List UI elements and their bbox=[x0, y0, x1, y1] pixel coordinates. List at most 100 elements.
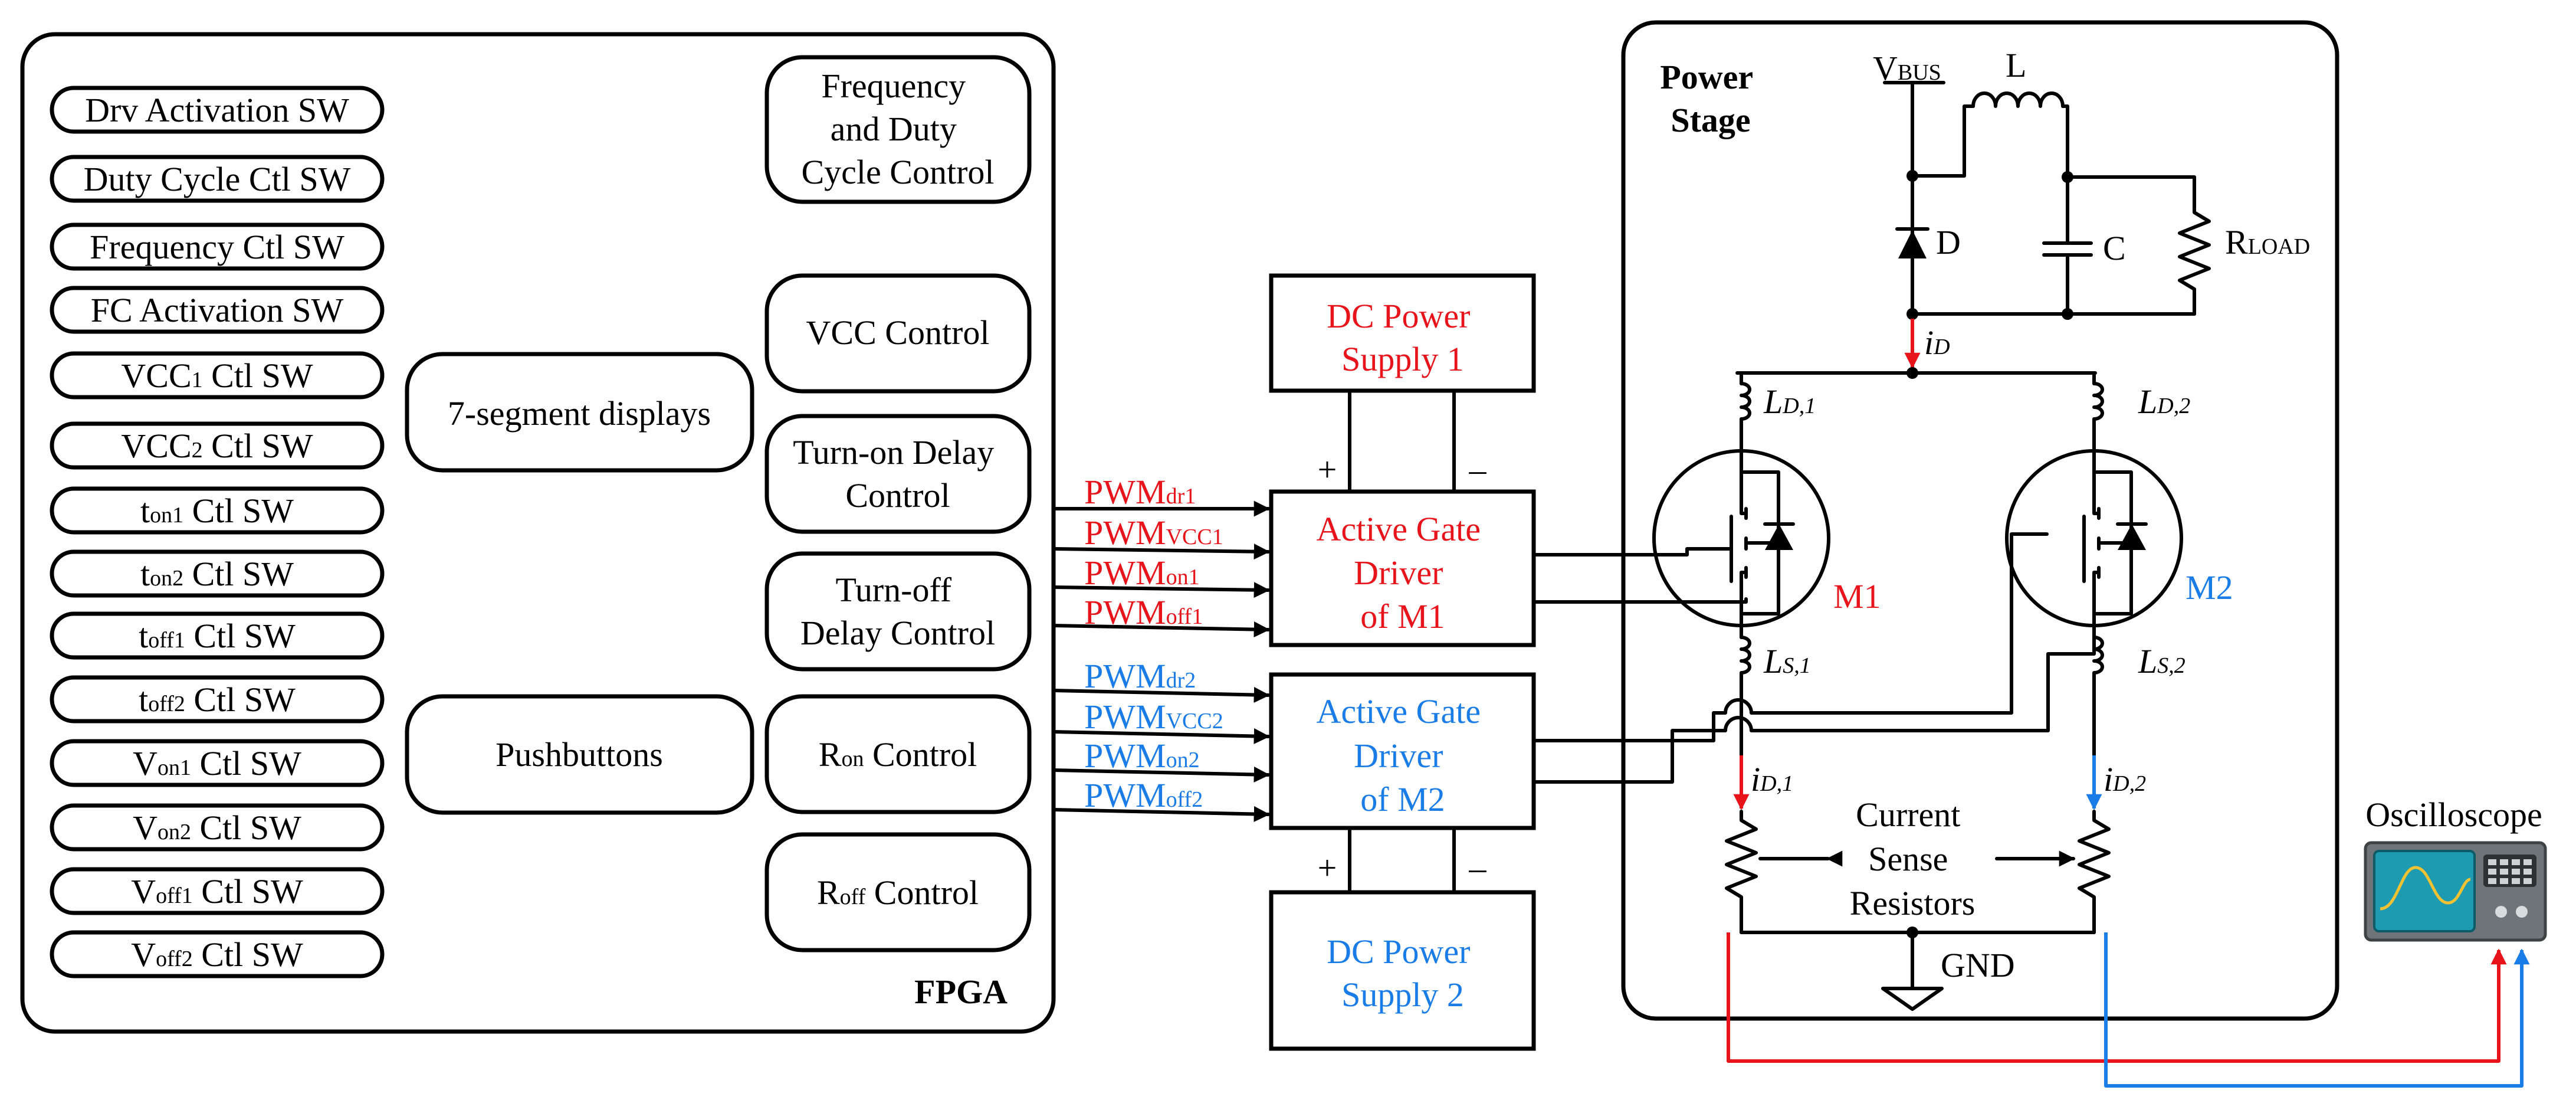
pwm-signals: PWMdr1 PWMVCC1 PWMon1 PWMoff1 PWMdr2 PWM… bbox=[1052, 473, 1270, 822]
vbus-label: VBUS bbox=[1873, 49, 1941, 87]
pwm-vcc2-label: PWMVCC2 bbox=[1084, 698, 1223, 736]
roff-control-label: Roff Control bbox=[817, 873, 979, 912]
freq-duty-box: Frequency and Duty Cycle Control bbox=[764, 55, 1032, 204]
pwm-on1-label: PWMon1 bbox=[1084, 554, 1200, 592]
switch-pill: Duty Cycle Ctl SW bbox=[50, 155, 385, 203]
switch-label: Von2 Ctl SW bbox=[133, 808, 301, 847]
vcc-control-box: VCC Control bbox=[764, 273, 1032, 394]
dc-power-supply-1: DC Power Supply 1 bbox=[1269, 273, 1536, 393]
switch-label: Frequency Ctl SW bbox=[90, 228, 344, 266]
mosfet-m2: M2 bbox=[2005, 417, 2233, 639]
switch-label: VCC2 Ctl SW bbox=[121, 427, 313, 465]
ld1-label: LD,1 bbox=[1763, 382, 1816, 421]
fpga-title: FPGA bbox=[914, 973, 1008, 1011]
switch-label: ton1 Ctl SW bbox=[140, 492, 294, 530]
pwm-vcc1-label: PWMVCC1 bbox=[1084, 513, 1223, 552]
oscilloscope-trace bbox=[2380, 866, 2471, 911]
turn-off-delay-label: Turn-off Delay Control bbox=[800, 571, 995, 652]
fpga-block: FPGA bbox=[20, 32, 1056, 1034]
rload-label: RLOAD bbox=[2225, 223, 2310, 261]
probe-wires bbox=[1727, 932, 2530, 1088]
switch-pill: Frequency Ctl SW bbox=[50, 222, 385, 271]
switch-pill: Voff2 Ctl SW bbox=[50, 930, 385, 978]
switch-label: toff2 Ctl SW bbox=[139, 680, 296, 719]
inductor-l bbox=[1971, 91, 2065, 108]
plus-sign-2: + bbox=[1318, 849, 1337, 887]
pwm-off2-label: PWMoff2 bbox=[1084, 776, 1203, 814]
id2-label: iD,2 bbox=[2104, 760, 2146, 798]
capacitor-label: C bbox=[2103, 229, 2126, 267]
sense-resistor-1 bbox=[1725, 810, 1758, 934]
switch-label: Drv Activation SW bbox=[85, 91, 349, 129]
switch-pill: toff2 Ctl SW bbox=[50, 675, 385, 724]
active-gate-driver-m1: Active Gate Driver of M1 bbox=[1269, 489, 1536, 647]
rload-resistor bbox=[2178, 205, 2211, 316]
turn-on-delay-label: Turn-on Delay Control bbox=[793, 433, 1003, 515]
buck-output-network: VBUS L D C RLOAD bbox=[1873, 46, 2310, 377]
switch-label: ton2 Ctl SW bbox=[140, 555, 294, 593]
m1-label: M1 bbox=[1833, 577, 1881, 616]
oscilloscope-label: Oscilloscope bbox=[2365, 796, 2542, 834]
switch-pill: ton2 Ctl SW bbox=[50, 549, 385, 598]
pwm-on2-label: PWMon2 bbox=[1084, 736, 1200, 775]
inductor-label: L bbox=[2006, 46, 2026, 84]
ron-control-box: Ron Control bbox=[764, 694, 1032, 814]
mosfet-m1: M1 bbox=[1652, 417, 1881, 639]
agd-m2-label: Active Gate Driver of M2 bbox=[1316, 692, 1489, 819]
minus-sign-1: – bbox=[1469, 450, 1487, 489]
m2-label: M2 bbox=[2186, 568, 2233, 607]
ls1-label: LS,1 bbox=[1763, 642, 1811, 680]
vcc-control-label: VCC Control bbox=[806, 313, 990, 352]
id1-label: iD,1 bbox=[1751, 760, 1793, 798]
switch-pill: Von2 Ctl SW bbox=[50, 803, 385, 852]
seven-segment-box: 7-segment displays bbox=[405, 352, 754, 473]
parasitic-inductor-coil bbox=[1740, 382, 1751, 433]
minus-sign-2: – bbox=[1469, 849, 1487, 887]
supply-1-connections: + – bbox=[1318, 389, 1487, 492]
switch-pill: ton1 Ctl SW bbox=[50, 486, 385, 535]
gate-drive-wires bbox=[1532, 532, 2096, 784]
switch-label: Voff2 Ctl SW bbox=[131, 935, 303, 974]
switch-label: VCC1 Ctl SW bbox=[121, 356, 313, 395]
ron-control-label: Ron Control bbox=[819, 735, 977, 774]
switch-pill: Voff1 Ctl SW bbox=[50, 867, 385, 915]
parasitic-inductor-coil bbox=[2092, 382, 2104, 433]
switch-pill: FC Activation SW bbox=[50, 286, 385, 334]
parasitic-inductor-coil bbox=[1740, 636, 1751, 686]
id-label: iD bbox=[1924, 323, 1950, 362]
switch-label: Von1 Ctl SW bbox=[133, 744, 301, 783]
agd-m1-label: Active Gate Driver of M1 bbox=[1316, 510, 1489, 636]
dc-power-supply-2: DC Power Supply 2 bbox=[1269, 890, 1536, 1051]
power-stage-block: Power Stage bbox=[1621, 20, 2339, 1021]
switch-label: Duty Cycle Ctl SW bbox=[84, 160, 351, 198]
pushbuttons-label: Pushbuttons bbox=[495, 735, 663, 774]
ld2-label: LD,2 bbox=[2138, 382, 2190, 421]
switch-label: FC Activation SW bbox=[91, 291, 344, 329]
pwm-off1-label: PWMoff1 bbox=[1084, 593, 1203, 631]
parasitic-inductors bbox=[1740, 382, 2104, 686]
ground-symbol bbox=[1881, 987, 1944, 1011]
supply-2-connections: + – bbox=[1318, 826, 1487, 893]
parasitic-inductor-coil bbox=[2092, 636, 2104, 686]
sense-resistor-2 bbox=[2078, 810, 2111, 934]
switch-pill: Drv Activation SW bbox=[50, 86, 385, 134]
switch-pill: VCC1 Ctl SW bbox=[50, 351, 385, 400]
seven-segment-label: 7-segment displays bbox=[448, 394, 711, 433]
plus-sign-1: + bbox=[1318, 450, 1337, 489]
pwm-dr2-label: PWMdr2 bbox=[1084, 657, 1196, 695]
ls2-label: LS,2 bbox=[2138, 642, 2186, 680]
oscilloscope: Oscilloscope bbox=[2364, 796, 2547, 942]
diode-d bbox=[1898, 230, 1927, 258]
switch-pill: VCC2 Ctl SW bbox=[50, 421, 385, 470]
dc-supply-2-label: DC Power Supply 2 bbox=[1327, 932, 1479, 1014]
pwm-dr1-label: PWMdr1 bbox=[1084, 473, 1196, 511]
switch-pill: toff1 Ctl SW bbox=[50, 611, 385, 660]
turn-on-delay-box: Turn-on Delay Control bbox=[764, 414, 1032, 534]
gnd-label: GND bbox=[1941, 946, 2015, 984]
switch-label: toff1 Ctl SW bbox=[139, 617, 296, 655]
current-sense-network: iD,1 iD,2 GND Current Sense Resistors bbox=[1725, 683, 2146, 1011]
dc-supply-1-label: DC Power Supply 1 bbox=[1327, 297, 1479, 378]
switch-pill: Von1 Ctl SW bbox=[50, 739, 385, 787]
switch-label: Voff1 Ctl SW bbox=[131, 872, 303, 911]
pushbuttons-box: Pushbuttons bbox=[405, 694, 754, 815]
